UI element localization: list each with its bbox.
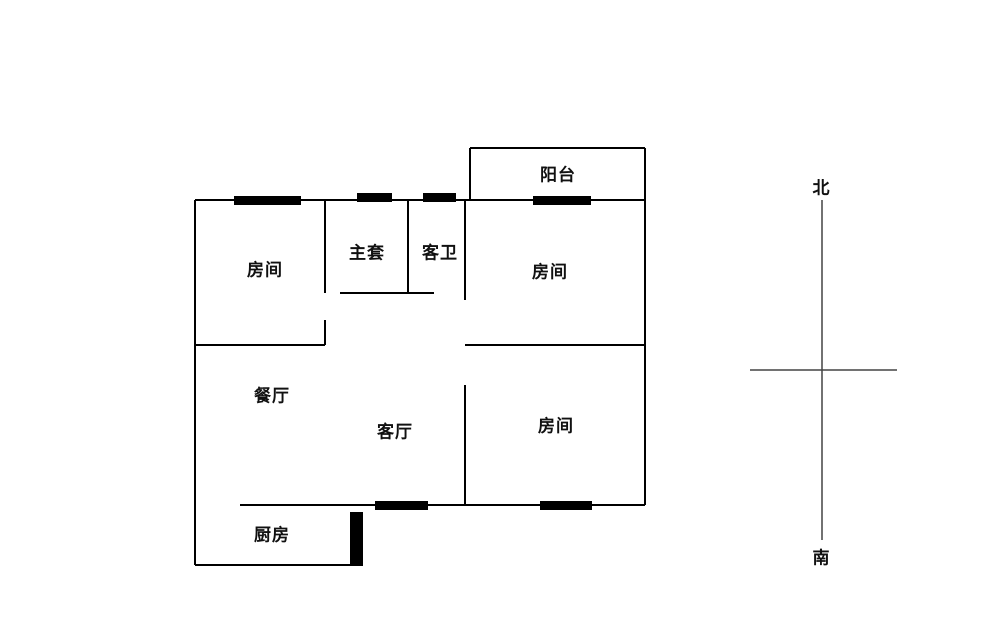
room-label-balcony: 阳台 [540,165,576,186]
room-label-bedroom-middle-right: 房间 [538,416,574,437]
window-marker [350,512,363,565]
window-marker [357,193,392,202]
windows [234,193,592,565]
window-marker [375,501,428,510]
window-marker [540,501,592,510]
room-label-bedroom-top-left: 房间 [247,260,283,281]
window-marker [234,196,301,205]
room-label-kitchen: 厨房 [254,525,290,546]
window-marker [423,193,456,202]
compass-label-south: 南 [812,548,830,569]
compass [750,200,897,540]
room-label-dining-room: 餐厅 [254,386,290,407]
window-marker [533,196,591,205]
room-label-master-suite: 主套 [349,243,385,264]
room-label-living-room: 客厅 [377,422,413,443]
compass-label-north: 北 [812,178,830,199]
room-label-bedroom-top-right: 房间 [532,262,568,283]
room-label-guest-bathroom: 客卫 [422,243,458,264]
